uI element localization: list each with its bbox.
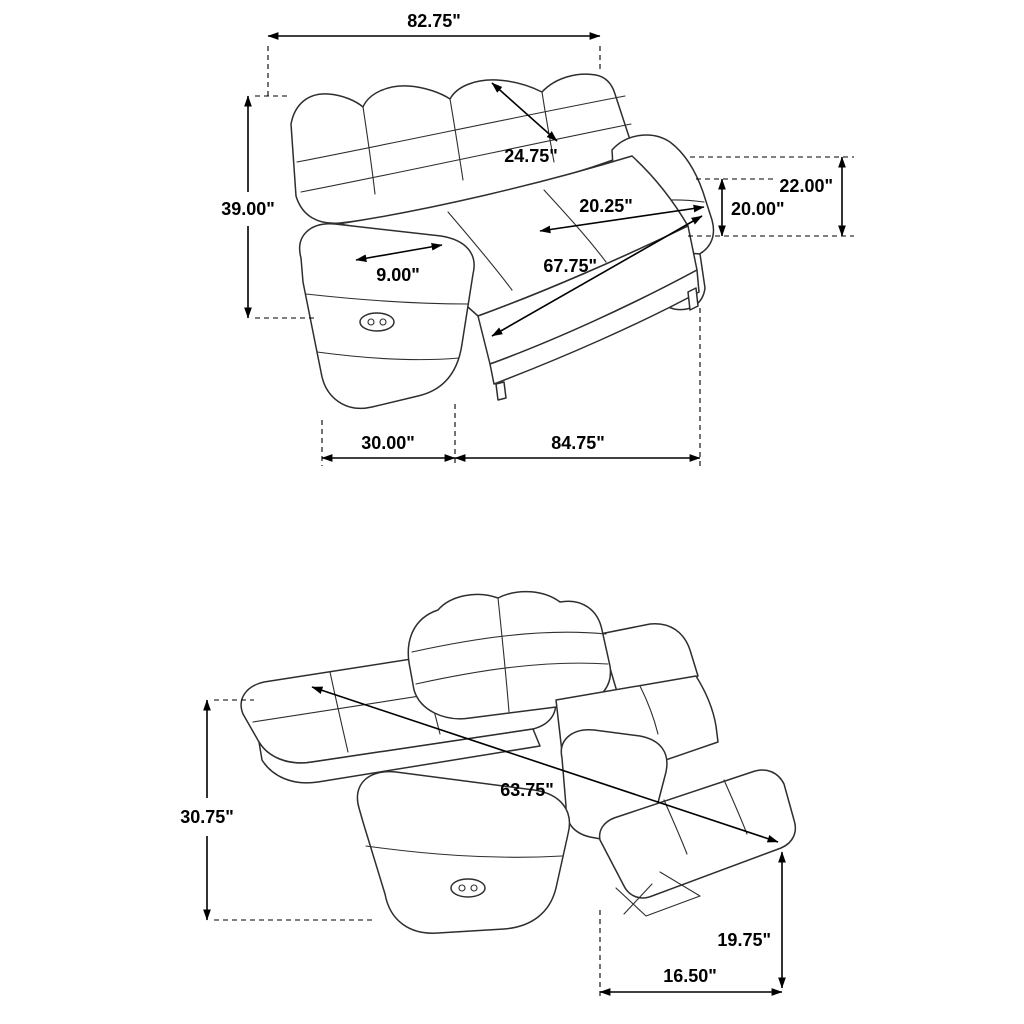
power-button-icon (450, 878, 486, 898)
dimensions-upright: 82.75" 24.75" 39.00" 20.25" 20.00" (221, 11, 854, 466)
dim-seat-front-width: 67.75" (491, 215, 703, 337)
dim-backrest-diagonal: 24.75" (491, 82, 558, 166)
dim-side-depth-label: 30.00" (361, 433, 415, 453)
back-seam (362, 106, 376, 195)
dim-overall-back-width: 82.75" (267, 11, 601, 100)
dim-backrest-diagonal-label: 24.75" (504, 146, 558, 166)
dim-overall-width-label: 84.75" (551, 433, 605, 453)
dimensions-reclined: 30.75" 63.75" 19.75" 16.50" (180, 686, 786, 998)
dim-seat-front-width-label: 67.75" (543, 256, 597, 276)
power-button-dot (379, 318, 387, 326)
dim-overall-width: 84.75" (454, 308, 701, 466)
left-arm-seam (316, 351, 460, 361)
recliner-linkage (615, 871, 701, 917)
dim-reclined-height-label: 30.75" (180, 807, 234, 827)
dim-arm-top-width: 9.00" (355, 243, 443, 285)
sofa-upright-drawing (290, 73, 715, 409)
power-button-dot (367, 318, 375, 326)
dim-seat-depth-label: 20.25" (579, 196, 633, 216)
dim-overall-back-width-label: 82.75" (407, 11, 461, 31)
dim-arm-top-width-label: 9.00" (376, 265, 420, 285)
foot (495, 381, 507, 401)
headrest-seam (411, 631, 607, 653)
dim-reclined-height: 30.75" (180, 699, 376, 921)
dim-arm-height: 22.00" (690, 156, 854, 237)
back-tuft-seam (296, 95, 626, 163)
dim-footrest-extension: 16.50" (599, 910, 783, 998)
dim-side-depth: 30.00" (321, 404, 456, 466)
dim-overall-height: 39.00" (221, 95, 316, 319)
dim-footrest-height-label: 19.75" (717, 930, 771, 950)
power-button-dot (458, 884, 466, 892)
foot (687, 287, 699, 311)
left-arm-seam (305, 293, 469, 305)
dim-seat-height-label: 20.00" (731, 199, 785, 219)
sofa-reclined-drawing (240, 590, 797, 934)
dim-footrest-height: 19.75" (717, 851, 786, 989)
dim-seat-height: 20.00" (688, 178, 854, 237)
dim-arm-height-label: 22.00" (779, 176, 833, 196)
dim-overall-height-label: 39.00" (221, 199, 275, 219)
power-button-icon (359, 312, 395, 332)
dim-reclined-length-label: 63.75" (500, 780, 554, 800)
headrest-seam (415, 662, 609, 685)
left-arm-seam (365, 845, 563, 858)
dim-footrest-extension-label: 16.50" (663, 966, 717, 986)
back-tuft-seam (300, 123, 632, 193)
dim-reclined-length: 63.75" (311, 686, 779, 843)
back-seam (449, 98, 464, 181)
power-button-dot (470, 884, 478, 892)
